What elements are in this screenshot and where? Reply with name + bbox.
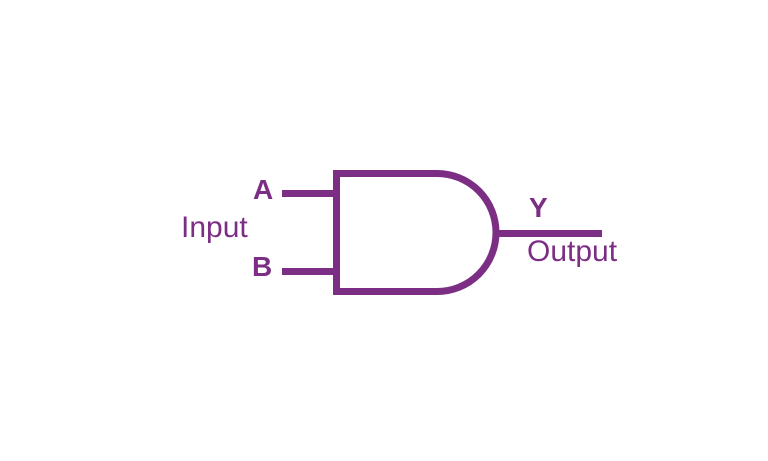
input-a-label: A — [253, 174, 274, 205]
inputs-caption: Input — [181, 211, 248, 244]
and-gate-body — [333, 170, 500, 295]
output-caption: Output — [527, 235, 618, 268]
input-b-label: B — [252, 251, 273, 282]
output-y-label: Y — [529, 192, 548, 223]
